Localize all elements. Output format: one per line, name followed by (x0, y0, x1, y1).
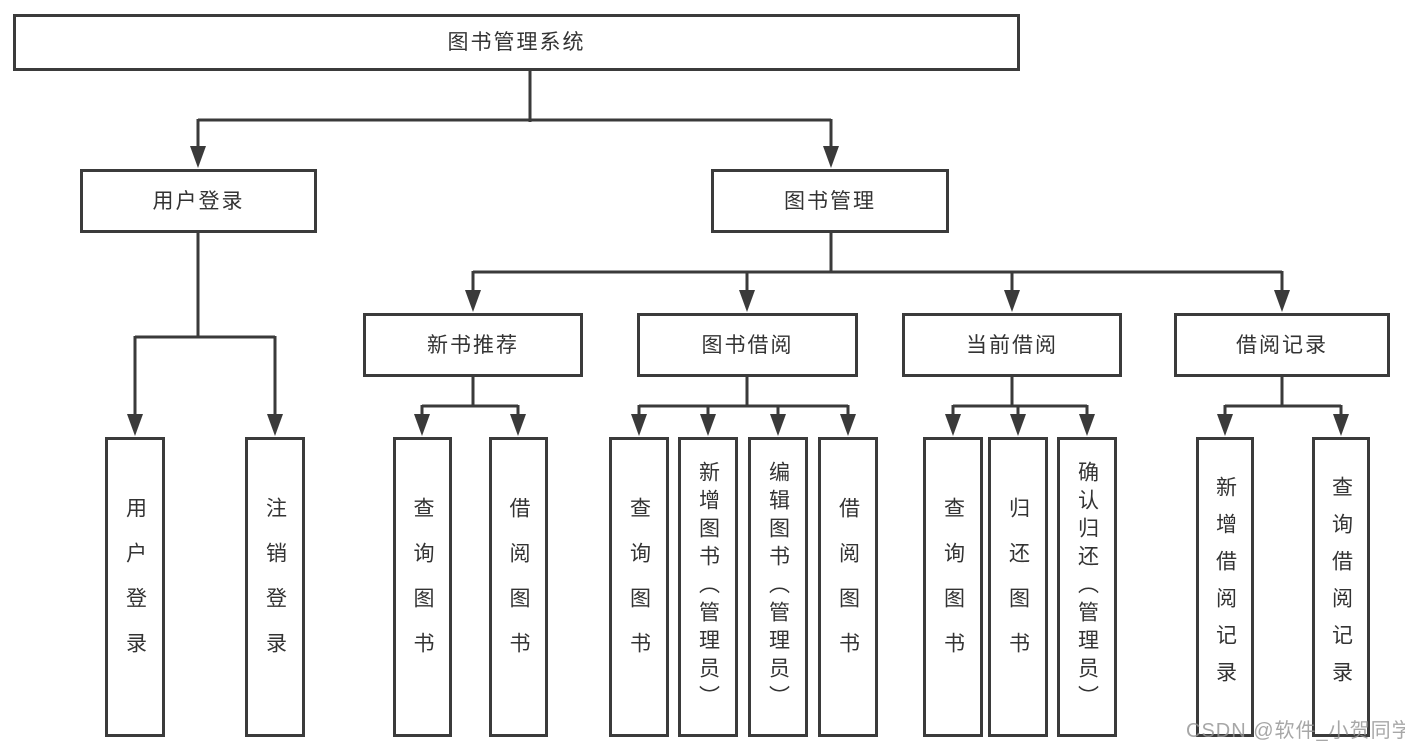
leaf-borrow-books-label: 借阅图书 (836, 497, 860, 677)
node-current-borrowing-label: 当前借阅 (966, 333, 1058, 357)
leaf-confirm-return-admin: 确认归还（管理员） (1057, 437, 1117, 737)
leaf-recommend-query-books: 查询图书 (393, 437, 452, 737)
leaf-edit-books-admin: 编辑图书（管理员） (748, 437, 808, 737)
leaf-add-books-admin-label: 新增图书（管理员） (696, 461, 720, 713)
leaf-borrow-query-books-label: 查询图书 (627, 497, 651, 677)
leaf-current-query-books-label: 查询图书 (941, 497, 965, 677)
node-new-book-recommendation-label: 新书推荐 (427, 333, 519, 357)
leaf-query-borrow-record: 查询借阅记录 (1312, 437, 1370, 737)
node-borrowing-records: 借阅记录 (1174, 313, 1390, 377)
node-book-borrowing: 图书借阅 (637, 313, 858, 377)
node-current-borrowing: 当前借阅 (902, 313, 1122, 377)
leaf-recommend-borrow-books: 借阅图书 (489, 437, 548, 737)
leaf-recommend-query-books-label: 查询图书 (411, 497, 434, 677)
leaf-add-borrow-record-label: 新增借阅记录 (1213, 476, 1237, 698)
leaf-logout-label: 注销登录 (263, 497, 287, 677)
node-user-login: 用户登录 (80, 169, 317, 233)
leaf-borrow-books: 借阅图书 (818, 437, 878, 737)
csdn-watermark: CSDN @软件_小贺同学 (1186, 720, 1405, 742)
node-root: 图书管理系统 (13, 14, 1020, 71)
node-new-book-recommendation: 新书推荐 (363, 313, 583, 377)
leaf-add-books-admin: 新增图书（管理员） (678, 437, 738, 737)
leaf-query-borrow-record-label: 查询借阅记录 (1329, 476, 1353, 698)
leaf-recommend-borrow-books-label: 借阅图书 (507, 497, 530, 677)
node-user-login-label: 用户登录 (152, 189, 245, 213)
leaf-borrow-query-books: 查询图书 (609, 437, 669, 737)
arrowhead-icons (127, 146, 1349, 436)
node-root-label: 图书管理系统 (447, 31, 586, 54)
node-book-management: 图书管理 (711, 169, 949, 233)
node-borrowing-records-label: 借阅记录 (1236, 333, 1328, 357)
node-book-management-label: 图书管理 (784, 189, 876, 213)
leaf-user-login-label: 用户登录 (123, 497, 147, 677)
leaf-add-borrow-record: 新增借阅记录 (1196, 437, 1254, 737)
leaf-current-query-books: 查询图书 (923, 437, 983, 737)
leaf-return-books-label: 归还图书 (1006, 497, 1030, 677)
node-book-borrowing-label: 图书借阅 (701, 333, 794, 357)
leaf-user-login: 用户登录 (105, 437, 165, 737)
leaf-return-books: 归还图书 (988, 437, 1048, 737)
leaf-edit-books-admin-label: 编辑图书（管理员） (766, 461, 790, 713)
leaf-logout: 注销登录 (245, 437, 305, 737)
leaf-confirm-return-admin-label: 确认归还（管理员） (1075, 461, 1099, 713)
